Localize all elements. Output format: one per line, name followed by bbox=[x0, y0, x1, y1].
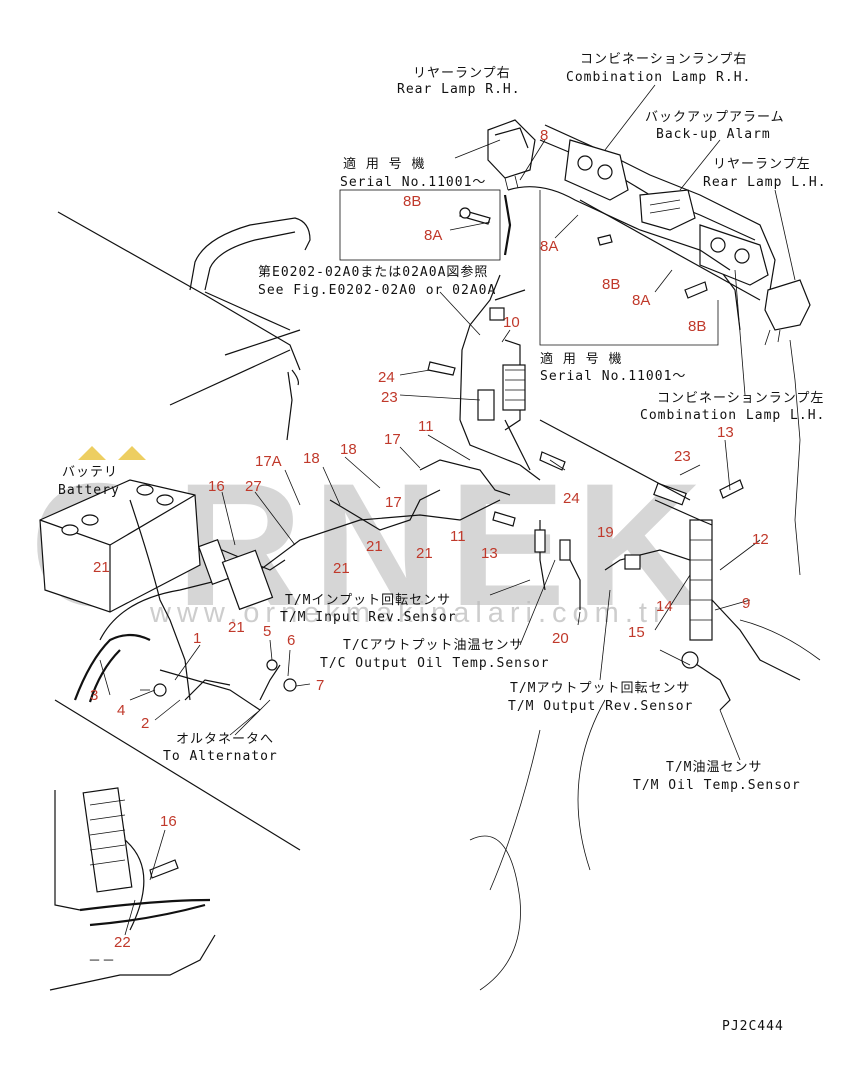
alternator-label-jp: オルタネータへ bbox=[176, 732, 274, 747]
harness-upper bbox=[459, 186, 731, 481]
combination-lamp-rh bbox=[564, 139, 629, 201]
part-number: 14 bbox=[656, 598, 673, 615]
combination-rh-label-jp: コンビネーションランプ右 bbox=[580, 52, 747, 67]
battery bbox=[39, 479, 201, 613]
chassis-curves bbox=[469, 619, 821, 991]
leader-lines bbox=[99, 84, 796, 936]
part-number: 11 bbox=[418, 418, 434, 435]
tm-oil-label-en: T/M Oil Temp.Sensor bbox=[633, 778, 801, 793]
tm-output-label-en: T/M Output Rev.Sensor bbox=[508, 699, 693, 714]
watermark-url: www.ornekmakinalari.com.tr bbox=[149, 597, 669, 629]
backup-alarm-label-jp: バックアップアラーム bbox=[645, 110, 785, 125]
machine-body bbox=[57, 211, 311, 441]
see-fig-note-jp: 第E0202-02A0または02A0A図参照 bbox=[258, 264, 488, 280]
part-number: 4 bbox=[117, 702, 125, 719]
rear-lamp-rh-label-jp: リヤーランプ右 bbox=[413, 66, 511, 81]
part-number: 27 bbox=[245, 478, 262, 495]
part-number: 21 bbox=[416, 545, 433, 562]
part-number: 18 bbox=[303, 450, 320, 467]
backup-alarm bbox=[639, 189, 696, 231]
battery-label-en: Battery bbox=[58, 483, 120, 498]
rear-lamp-lh-label-en: Rear Lamp L.H. bbox=[703, 175, 827, 190]
part-number: 8B bbox=[602, 276, 620, 293]
serial-note-2-jp: 適 用 号 機 bbox=[540, 351, 622, 367]
tc-output-label-en: T/C Output Oil Temp.Sensor bbox=[320, 656, 550, 671]
watermark-accent-icon bbox=[118, 446, 146, 460]
tc-output-label-jp: T/Cアウトプット油温センサ bbox=[343, 638, 523, 653]
part-number: 21 bbox=[366, 538, 383, 555]
callout-labels: リヤーランプ右 Rear Lamp R.H. コンビネーションランプ右 Comb… bbox=[58, 52, 827, 1034]
part-number: 24 bbox=[378, 369, 395, 386]
battery-label-jp: バッテリ bbox=[62, 465, 118, 480]
part-number: 17 bbox=[385, 494, 402, 511]
part-number: 22 bbox=[114, 934, 131, 951]
part-number: 8B bbox=[688, 318, 706, 335]
svg-text:－－: －－ bbox=[88, 954, 116, 969]
part-number: 13 bbox=[717, 424, 734, 441]
tm-output-label-jp: T/Mアウトプット回転センサ bbox=[510, 681, 690, 696]
part-number: 8A bbox=[424, 227, 442, 244]
part-number: 9 bbox=[742, 595, 750, 612]
combination-lamp-lh bbox=[699, 224, 769, 286]
part-number: 16 bbox=[160, 813, 177, 830]
part-number: 8B bbox=[403, 193, 421, 210]
rear-lamp-rh-label-en: Rear Lamp R.H. bbox=[397, 82, 521, 97]
alternator-label-en: To Alternator bbox=[163, 749, 278, 764]
part-number: 21 bbox=[228, 619, 245, 636]
part-number: 24 bbox=[563, 490, 580, 507]
fuse-panel-detail bbox=[49, 699, 301, 991]
tm-input-label-en: T/M Input Rev.Sensor bbox=[280, 610, 457, 625]
part-number: 18 bbox=[340, 441, 357, 458]
part-number: 11 bbox=[450, 528, 466, 545]
part-number: 17A bbox=[255, 453, 282, 470]
part-number: 8 bbox=[540, 127, 548, 144]
serial-note-1-en: Serial No.11001～ bbox=[340, 175, 486, 190]
part-number: 10 bbox=[503, 314, 520, 331]
harness-lower bbox=[73, 419, 801, 711]
part-number: 21 bbox=[333, 560, 350, 577]
combination-lh-label-jp: コンビネーションランプ左 bbox=[657, 391, 824, 406]
part-number: 7 bbox=[316, 677, 324, 694]
serial-note-2-en: Serial No.11001～ bbox=[540, 369, 686, 384]
part-numbers: 8 8B 8A 8A 8B 8A 8B 10 24 23 18 17 11 17… bbox=[90, 127, 769, 951]
part-number: 6 bbox=[287, 632, 295, 649]
drawing-code: PJ2C444 bbox=[722, 1019, 784, 1034]
rear-lamp-lh bbox=[764, 279, 811, 346]
part-number: 2 bbox=[141, 715, 149, 732]
part-number: 5 bbox=[263, 623, 271, 640]
part-number: 16 bbox=[208, 478, 225, 495]
tm-input-label-jp: T/Mインプット回転センサ bbox=[285, 593, 451, 608]
see-fig-note-en: See Fig.E0202-02A0 or 02A0A bbox=[258, 283, 496, 298]
backup-alarm-label-en: Back-up Alarm bbox=[656, 127, 771, 142]
serial-note-box-1 bbox=[339, 189, 501, 261]
part-number: 23 bbox=[674, 448, 691, 465]
part-number: 23 bbox=[381, 389, 398, 406]
part-number: 21 bbox=[93, 559, 110, 576]
watermark-accent-icon bbox=[78, 446, 106, 460]
rear-lamp-rh bbox=[487, 119, 536, 191]
part-number: 12 bbox=[752, 531, 769, 548]
combination-lh-label-en: Combination Lamp L.H. bbox=[640, 408, 825, 423]
part-number: 20 bbox=[552, 630, 569, 647]
combination-rh-label-en: Combination Lamp R.H. bbox=[566, 70, 751, 85]
part-number: 13 bbox=[481, 545, 498, 562]
serial-note-box-2 bbox=[539, 190, 719, 346]
part-number: 3 bbox=[90, 687, 98, 704]
part-number: 8A bbox=[632, 292, 650, 309]
serial-note-1-jp: 適 用 号 機 bbox=[343, 156, 425, 172]
rear-lamp-lh-label-jp: リヤーランプ左 bbox=[713, 157, 811, 172]
part-number: 19 bbox=[597, 524, 614, 541]
part-number: 15 bbox=[628, 624, 645, 641]
part-number: 8A bbox=[540, 238, 558, 255]
part-number: 17 bbox=[384, 431, 401, 448]
part-number: 1 bbox=[193, 630, 201, 647]
tm-oil-label-jp: T/M油温センサ bbox=[666, 760, 762, 775]
